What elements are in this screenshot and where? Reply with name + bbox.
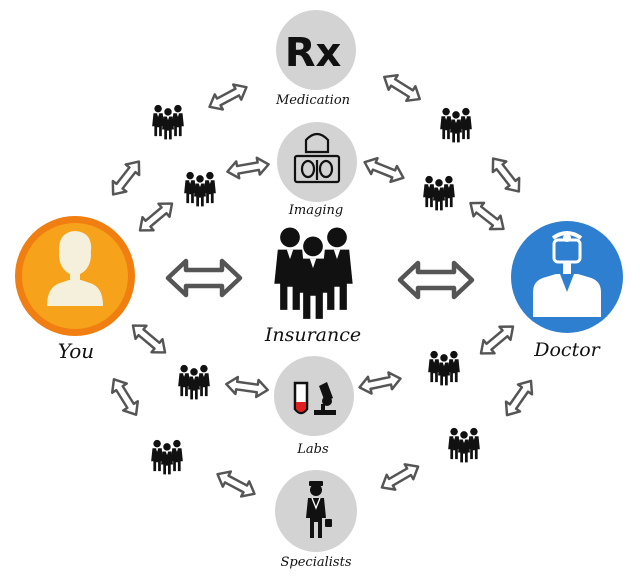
- arrow-crowd-doctor-labs: [474, 318, 520, 362]
- arrow-crowd-doctor-imaging: [464, 195, 510, 237]
- arrow-crowd-imaging-left: [224, 154, 272, 182]
- crowd-labs-doctor: [428, 351, 460, 386]
- crowd-you-medication: [152, 105, 184, 140]
- labs-node: Labs: [274, 356, 354, 457]
- labs-label: Labs: [296, 442, 329, 457]
- rx-glyph: Rx: [285, 30, 342, 76]
- xray-icon: [293, 132, 341, 184]
- doctor-icon: [533, 231, 601, 317]
- arrow-you-crowd-upper: [105, 155, 147, 201]
- insurance-doctor-arrow: [400, 263, 472, 297]
- you-label: You: [58, 339, 94, 363]
- crowd-medication-doctor: [440, 108, 472, 143]
- arrow-crowd-specialists-left: [212, 465, 260, 503]
- crowd-imaging-doctor: [423, 176, 455, 211]
- specialist-icon: [306, 481, 332, 538]
- insurance-node: Insurance: [264, 227, 361, 346]
- arrow-labs-crowd-right: [356, 369, 404, 397]
- arrow-imaging-crowd-right: [360, 153, 408, 187]
- test-tube-microscope-icon: [293, 381, 336, 415]
- arrow-you-crowd-lower: [105, 373, 145, 421]
- crowd-you-specialists: [151, 440, 183, 475]
- specialists-node: Specialists: [275, 470, 357, 570]
- arrow-crowd-doctor-upper: [485, 152, 527, 198]
- imaging-label: Imaging: [288, 203, 343, 218]
- crowd-specialists-doctor: [448, 428, 480, 463]
- arrow-crowd-labs-left: [223, 374, 271, 400]
- you-node: You: [15, 216, 135, 363]
- arrow-specialists-crowd-right: [376, 457, 424, 497]
- imaging-node: Imaging: [277, 122, 357, 218]
- you-insurance-arrow: [168, 261, 240, 295]
- rx-icon: Rx: [285, 30, 342, 76]
- arrow-medication-crowd-right: [378, 68, 426, 108]
- arrow-crowd-medication-left: [204, 78, 252, 116]
- medication-node: Rx Medication: [275, 10, 356, 108]
- insurance-label: Insurance: [264, 324, 361, 346]
- doctor-node: Doctor: [511, 221, 623, 361]
- doctor-label: Doctor: [533, 339, 601, 361]
- arrow-you-crowd-imaging: [133, 195, 179, 239]
- group-of-people-icon: [274, 227, 353, 319]
- crowd-you-imaging: [184, 172, 216, 207]
- crowd-you-labs: [178, 365, 210, 400]
- medication-label: Medication: [275, 93, 350, 108]
- person-silhouette-icon: [47, 231, 103, 306]
- arrow-crowd-doctor-lower: [498, 374, 540, 422]
- arrow-you-crowd-labs: [126, 317, 172, 361]
- specialists-label: Specialists: [281, 555, 352, 570]
